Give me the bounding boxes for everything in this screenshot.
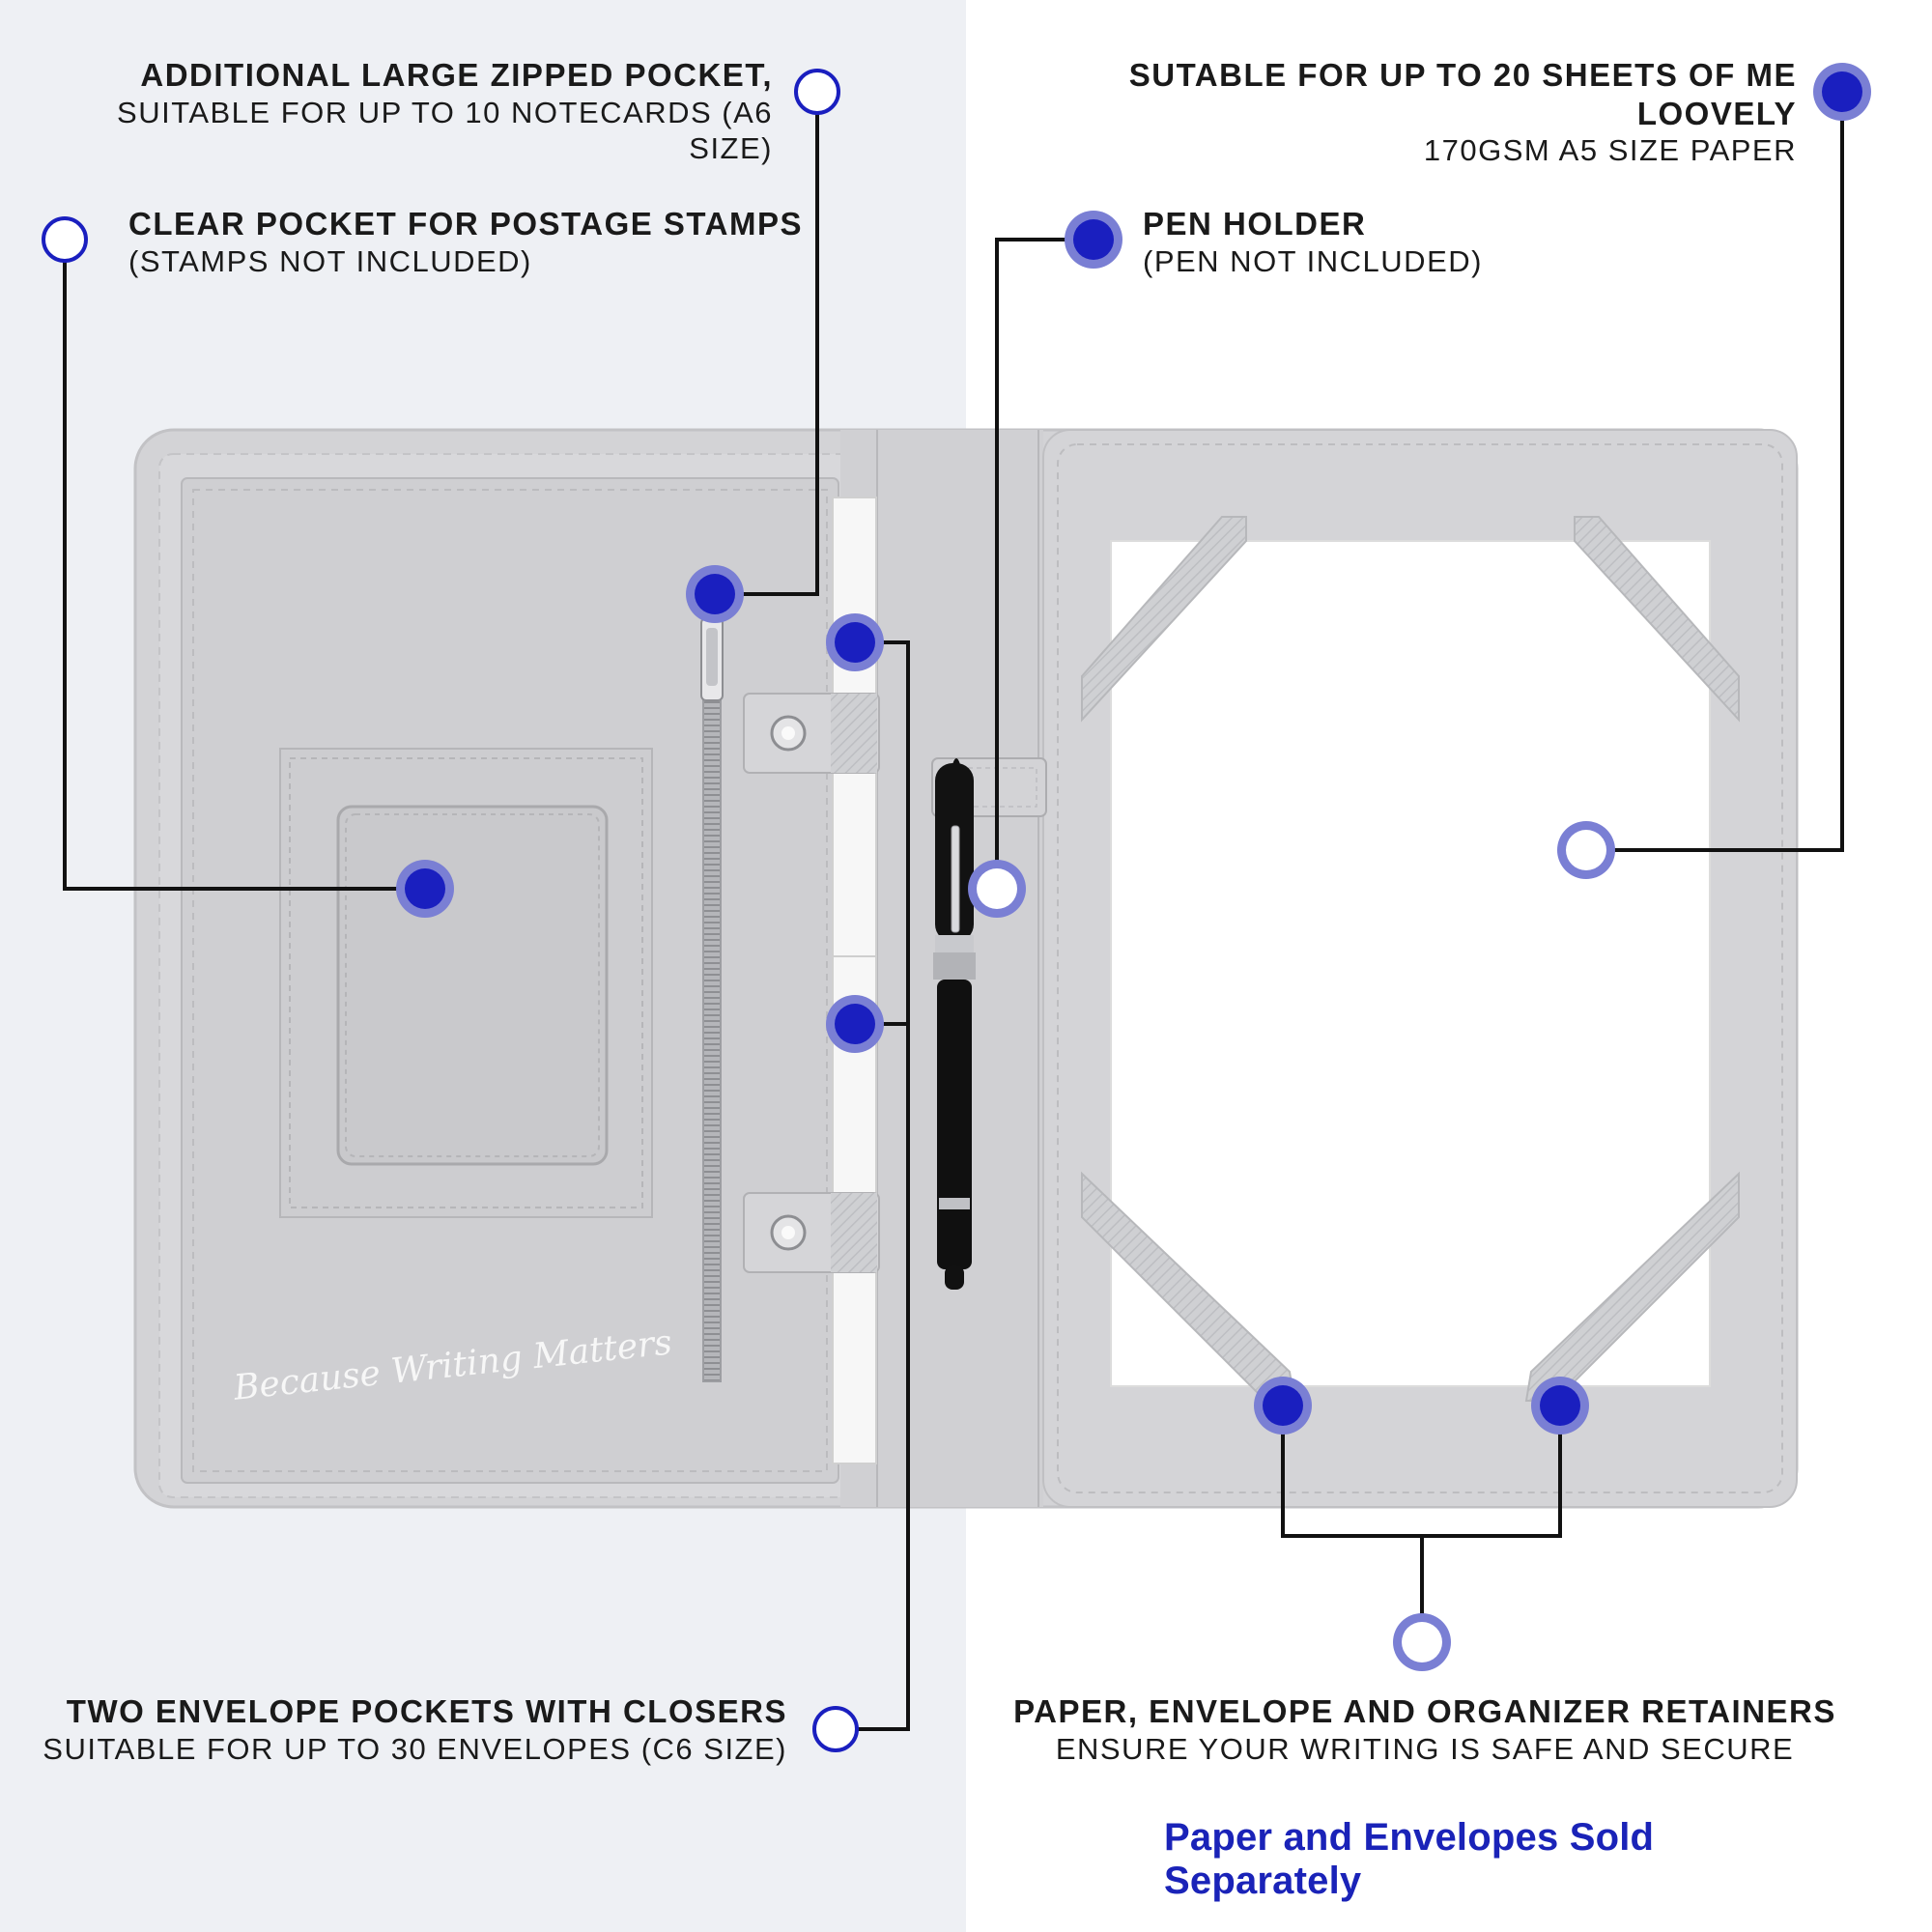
marker-zipped-pocket-label — [794, 69, 840, 115]
paper-sheet — [1110, 540, 1711, 1387]
callout-retainers: PAPER, ENVELOPE AND ORGANIZER RETAINERS … — [1005, 1692, 1845, 1767]
callout-paper-capacity-subtitle: 170GSM A5 SIZE PAPER — [1423, 133, 1797, 168]
sold-separately-note: Paper and Envelopes Sold Separately — [1164, 1816, 1655, 1902]
marker-retainer-left — [1254, 1377, 1312, 1435]
callout-envelope-pockets-title: TWO ENVELOPE POCKETS WITH CLOSERS — [66, 1693, 787, 1729]
callout-retainers-subtitle: ENSURE YOUR WRITING IS SAFE AND SECURE — [1055, 1731, 1795, 1766]
stamp-pocket — [279, 748, 653, 1218]
marker-retainers-label — [1393, 1613, 1451, 1671]
zipper — [700, 617, 724, 1382]
marker-stamp-label — [42, 216, 88, 263]
callout-envelope-pockets-subtitle: SUITABLE FOR UP TO 30 ENVELOPES (C6 SIZE… — [43, 1731, 787, 1766]
callout-stamp-pocket-title: CLEAR POCKET FOR POSTAGE STAMPS — [128, 206, 803, 242]
connector-lines — [63, 92, 1844, 1731]
callout-stamp-pocket-subtitle: (STAMPS NOT INCLUDED) — [128, 243, 532, 278]
callout-zipped-pocket-title: ADDITIONAL LARGE ZIPPED POCKET, — [140, 57, 773, 93]
marker-envelope-label — [812, 1706, 859, 1752]
callout-stamp-pocket: CLEAR POCKET FOR POSTAGE STAMPS (STAMPS … — [128, 205, 863, 279]
marker-retainer-right — [1531, 1377, 1589, 1435]
corner-retainers — [1081, 516, 1740, 1402]
callout-zipped-pocket-subtitle: SUITABLE FOR UP TO 10 NOTECARDS (A6 SIZE… — [117, 95, 773, 165]
callout-paper-capacity-title: SUTABLE FOR UP TO 20 SHEETS OF ME LOOVEL… — [1128, 57, 1797, 131]
pen — [933, 758, 976, 1290]
marker-envelope-upper — [826, 613, 884, 671]
callout-zipped-pocket: ADDITIONAL LARGE ZIPPED POCKET, SUITABLE… — [39, 56, 773, 166]
marker-paper — [1557, 821, 1615, 879]
callout-retainers-title: PAPER, ENVELOPE AND ORGANIZER RETAINERS — [1013, 1693, 1836, 1729]
callout-paper-capacity: SUTABLE FOR UP TO 20 SHEETS OF ME LOOVEL… — [985, 56, 1797, 168]
callout-envelope-pockets: TWO ENVELOPE POCKETS WITH CLOSERS SUITAB… — [39, 1692, 787, 1767]
marker-paper-top — [1813, 63, 1871, 121]
marker-pen-holder — [968, 860, 1026, 918]
marker-zipped-pocket — [686, 565, 744, 623]
envelope-straps — [743, 693, 880, 1273]
marker-stamp-pocket — [396, 860, 454, 918]
marker-pen-holder-top — [1065, 211, 1122, 269]
callout-pen-holder: PEN HOLDER (PEN NOT INCLUDED) — [1143, 205, 1722, 279]
callout-pen-holder-subtitle: (PEN NOT INCLUDED) — [1143, 243, 1483, 278]
callout-markers — [42, 63, 1871, 1752]
marker-envelope-lower — [826, 995, 884, 1053]
callout-pen-holder-title: PEN HOLDER — [1143, 206, 1367, 242]
